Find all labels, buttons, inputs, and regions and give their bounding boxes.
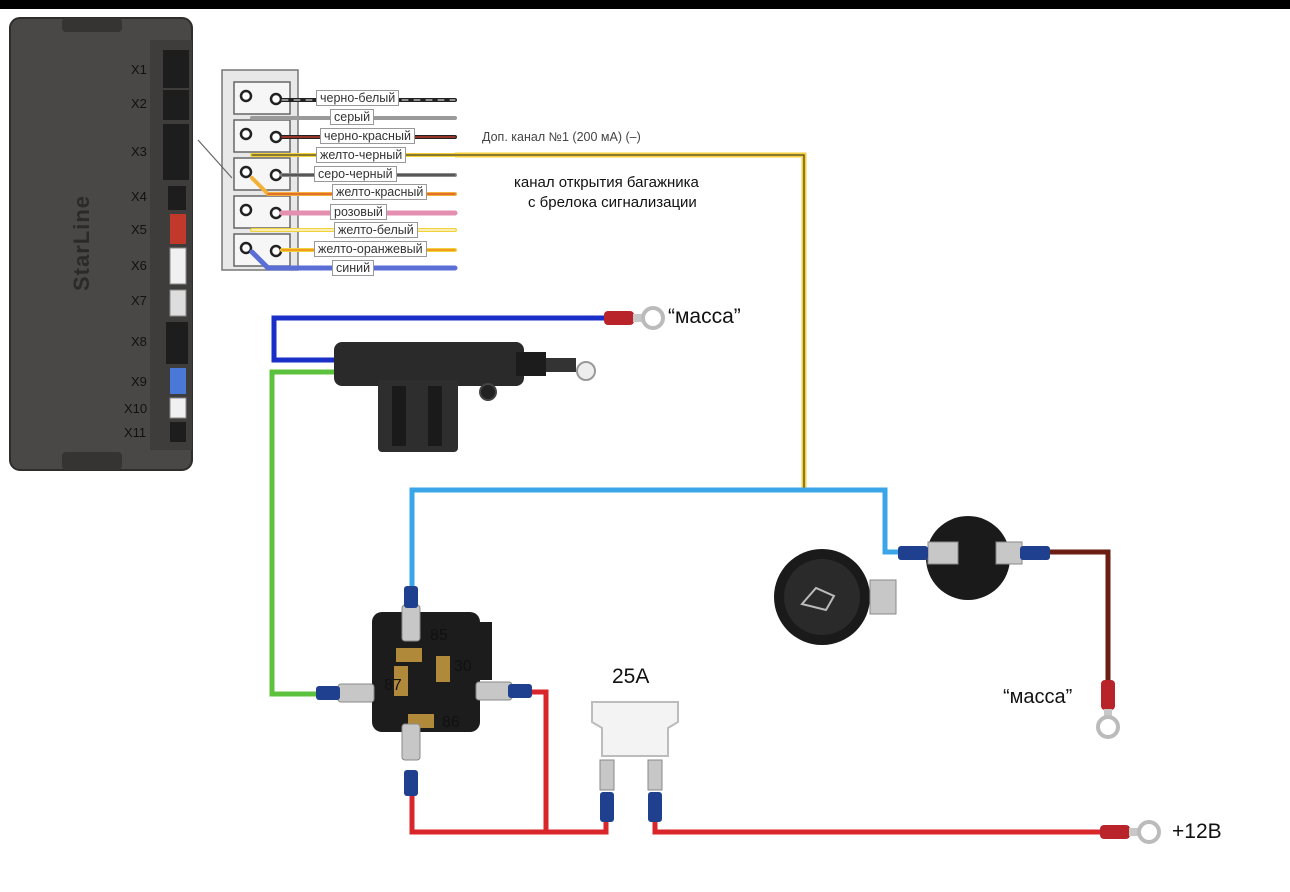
connector-blocks [163, 50, 189, 442]
wire-label: серый [330, 109, 375, 125]
channel-wire [455, 152, 807, 490]
ground-label-top: “масса” [668, 305, 741, 328]
relay-pin-85: 85 [430, 627, 448, 644]
connector-label-x1: X1 [131, 62, 147, 77]
connector-label-x4: X4 [131, 189, 147, 204]
connector-label-x9: X9 [131, 374, 147, 389]
alarm-module [9, 17, 193, 471]
wire-label: желто-белый [334, 222, 418, 238]
wire-label: черно-белый [316, 90, 400, 106]
power-label: +12В [1172, 820, 1222, 843]
relay [316, 586, 532, 796]
connector-label-x6: X6 [131, 258, 147, 273]
connector-label-x2: X2 [131, 96, 147, 111]
top-bar [0, 0, 1290, 9]
connector-label-x11: X11 [124, 425, 147, 440]
fuse-label: 25А [612, 665, 650, 688]
wire-label: желто-красный [332, 184, 428, 200]
brown-wire [1045, 549, 1111, 684]
relay-pin-87: 87 [384, 677, 402, 694]
wire-label: черно-красный [320, 128, 415, 144]
wire-label: желто-оранжевый [314, 241, 427, 257]
red-wire-power [652, 820, 1102, 835]
wire-label: синий [332, 260, 375, 276]
relay-pin-86: 86 [442, 714, 460, 731]
connector-label-x3: X3 [131, 144, 147, 159]
ring-terminal-power [1100, 820, 1161, 844]
fuse [591, 701, 679, 822]
module-brand: StarLine [69, 194, 95, 292]
light-blue-wire [409, 487, 900, 590]
trunk-label-line1: канал открытия багажника [514, 174, 699, 191]
harness-connector [197, 69, 299, 271]
connector-label-x10: X10 [124, 401, 148, 416]
ring-terminal-right [1096, 680, 1120, 739]
lock-actuator [334, 342, 596, 452]
ring-terminal-top [604, 306, 665, 330]
trunk-label-line2: с брелока сигнализации [528, 194, 697, 211]
connector-label-x5: X5 [131, 222, 147, 237]
relay-pin-30: 30 [454, 658, 472, 675]
wire-label: серо-черный [314, 166, 397, 182]
red-wire-fuse-left [546, 820, 609, 835]
ground-wire-blue [271, 315, 612, 363]
wire-label: розовый [330, 204, 387, 220]
ground-label-right: “масса” [1003, 686, 1073, 708]
connector-label-x8: X8 [131, 334, 147, 349]
wire-label: желто-черный [316, 147, 407, 163]
trunk-button [774, 516, 1050, 645]
channel-label: Доп. канал №1 (200 мА) (–) [482, 130, 641, 144]
connector-label-x7: X7 [131, 293, 147, 308]
green-wire [269, 369, 334, 697]
